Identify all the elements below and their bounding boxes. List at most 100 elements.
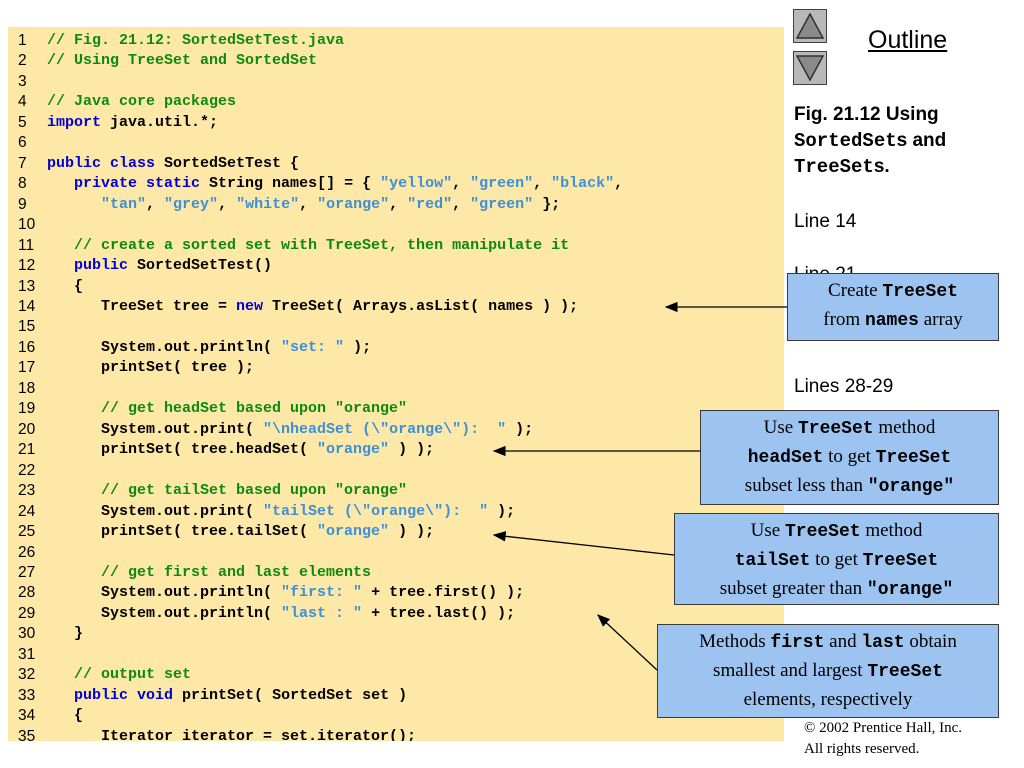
- line-number: 24: [18, 502, 36, 520]
- code-token: System.out.println(: [47, 584, 282, 602]
- code-text: {: [47, 706, 83, 726]
- code-token: ,: [452, 175, 471, 193]
- line-number: 17: [18, 359, 36, 377]
- code-keyword: new: [236, 297, 264, 315]
- code-keyword: public class: [47, 154, 156, 172]
- code-text: private static String names[] = { "yello…: [47, 174, 623, 194]
- code-token: ) );: [389, 441, 435, 459]
- line-number: 25: [18, 523, 36, 541]
- line-number: 15: [18, 318, 36, 336]
- code-token: };: [533, 195, 561, 213]
- line-number: 29: [18, 604, 36, 622]
- line-number: 6: [18, 134, 27, 152]
- code-string: "white": [236, 195, 300, 213]
- code-comment: // get headSet based upon "orange": [47, 400, 408, 418]
- code-text: public class SortedSetTest {: [47, 154, 299, 174]
- code-text: System.out.println( "set: " );: [47, 338, 371, 358]
- caption-text: Fig. 21.12 Using: [794, 104, 939, 125]
- next-slide-button[interactable]: [793, 51, 827, 85]
- code-token: String names[] = {: [200, 175, 381, 193]
- code-string: "first: ": [281, 584, 363, 602]
- callout-first-last: Methods first and last obtain smallest a…: [657, 624, 999, 718]
- line-number: 21: [18, 441, 36, 459]
- code-token: }: [47, 625, 84, 643]
- code-token: ,: [299, 195, 318, 213]
- code-token: ) );: [389, 523, 435, 541]
- code-text: // Java core packages: [47, 92, 236, 112]
- line-number: 16: [18, 338, 36, 356]
- copyright-notice: © 2002 Prentice Hall, Inc. All rights re…: [804, 718, 962, 760]
- caption-text: s and: [896, 130, 947, 151]
- code-string: "green": [470, 175, 534, 193]
- copyright-line: All rights reserved.: [804, 741, 920, 757]
- code-text: printSet( tree );: [47, 358, 254, 378]
- code-comment: // Fig. 21.12: SortedSetTest.java: [47, 32, 345, 49]
- line-number: 18: [18, 379, 36, 397]
- caption-code: TreeSet: [794, 156, 874, 178]
- code-text: // Fig. 21.12: SortedSetTest.java: [47, 31, 344, 51]
- code-text: public void printSet( SortedSet set ): [47, 686, 407, 706]
- code-token: System.out.println(: [47, 338, 282, 356]
- code-string: "\nheadSet (\"orange\"): ": [263, 420, 507, 438]
- outline-link[interactable]: Outline: [868, 26, 948, 54]
- code-text: // create a sorted set with TreeSet, the…: [47, 236, 569, 256]
- code-token: printSet( tree.tailSet(: [47, 523, 318, 541]
- code-text: "tan", "grey", "white", "orange", "red",…: [47, 195, 560, 215]
- code-token: SortedSetTest {: [155, 154, 300, 172]
- code-comment: // get first and last elements: [47, 563, 372, 581]
- line-number: 27: [18, 563, 36, 581]
- code-token: ,: [389, 195, 408, 213]
- line-reference: Line 14: [794, 211, 857, 232]
- code-token: System.out.println(: [47, 604, 282, 622]
- code-token: );: [488, 502, 516, 520]
- line-number: 9: [18, 195, 27, 213]
- previous-slide-button[interactable]: [793, 9, 827, 43]
- line-number: 28: [18, 584, 36, 602]
- code-text: System.out.println( "first: " + tree.fir…: [47, 583, 524, 603]
- code-text: import java.util.*;: [47, 113, 218, 133]
- caption-code: SortedSet: [794, 130, 897, 152]
- code-keyword: private static: [74, 175, 201, 193]
- copyright-line: © 2002 Prentice Hall, Inc.: [804, 720, 963, 736]
- line-number: 34: [18, 707, 36, 725]
- code-text: System.out.println( "last : " + tree.las…: [47, 604, 515, 624]
- code-comment: // output set: [47, 666, 192, 684]
- line-number: 32: [18, 666, 36, 684]
- code-token: ,: [533, 175, 552, 193]
- line-number: 33: [18, 686, 36, 704]
- code-keyword: public: [74, 257, 129, 275]
- line-number: 8: [18, 175, 27, 193]
- code-token: TreeSet tree =: [47, 297, 237, 315]
- line-number: 13: [18, 277, 36, 295]
- code-string: "last : ": [281, 604, 363, 622]
- caption-text: s.: [873, 156, 890, 177]
- code-text: TreeSet tree = new TreeSet( Arrays.asLis…: [47, 297, 578, 317]
- code-string: "tan": [101, 195, 147, 213]
- code-text: // Using TreeSet and SortedSet: [47, 51, 317, 71]
- code-text: // get first and last elements: [47, 563, 371, 583]
- line-number: 22: [18, 461, 36, 479]
- code-token: ,: [218, 195, 237, 213]
- line-number: 7: [18, 154, 27, 172]
- triangle-up-icon: [795, 12, 825, 39]
- code-text: public SortedSetTest(): [47, 256, 272, 276]
- triangle-down-icon: [795, 55, 825, 82]
- code-token: printSet( SortedSet set ): [173, 686, 408, 704]
- code-text: }: [47, 624, 83, 644]
- code-text: // output set: [47, 665, 191, 685]
- line-number: 31: [18, 645, 36, 663]
- line-number: 11: [18, 236, 35, 254]
- code-text: System.out.print( "tailSet (\"orange\"):…: [47, 502, 515, 522]
- code-token: [47, 257, 74, 274]
- line-number: 1: [18, 32, 27, 49]
- code-token: );: [506, 420, 534, 438]
- code-string: "red": [407, 195, 453, 213]
- code-string: "grey": [164, 195, 219, 213]
- line-number: 19: [18, 400, 36, 418]
- code-string: "black": [551, 175, 615, 193]
- line-number: 26: [18, 543, 36, 561]
- code-token: java.util.*;: [101, 113, 219, 131]
- code-token: ,: [452, 195, 471, 213]
- code-token: TreeSet( Arrays.asList( names ) );: [263, 297, 579, 315]
